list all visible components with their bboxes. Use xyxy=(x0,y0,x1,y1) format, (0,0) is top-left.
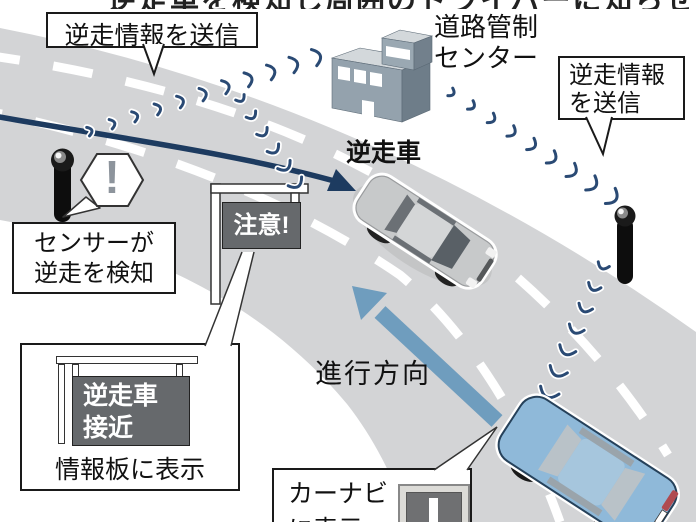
carnav-callout: カーナビ に表示 xyxy=(272,468,472,522)
cropped-headline: 逆走車を検知し周囲のドライバーに知らせる xyxy=(108,0,694,9)
info-display-board: 逆走車 接近 xyxy=(72,376,190,446)
carnav-alert-glyph xyxy=(429,498,438,522)
forward-car xyxy=(495,393,680,522)
control-center-label: 道路管制 センター xyxy=(434,12,538,74)
travel-direction-arrow xyxy=(352,286,503,427)
sensor-right xyxy=(614,205,636,284)
carnav-line2: に表示 xyxy=(288,512,388,522)
caution-sign-board: 注意! xyxy=(222,202,301,249)
carnav-screen-bezel xyxy=(398,484,470,522)
sensor-left xyxy=(51,148,74,222)
wrong-way-car-label: 逆走車 xyxy=(346,139,422,167)
carnav-screen xyxy=(406,492,462,522)
info-gantry-beam xyxy=(56,356,198,364)
info-gantry-post-outer xyxy=(58,364,65,444)
control-center-building xyxy=(330,29,434,123)
road-surface xyxy=(0,28,696,522)
wrong-way-route-arrow xyxy=(0,114,356,191)
info-board-line2: 接近 xyxy=(83,414,134,442)
alert-hexagon xyxy=(62,153,145,218)
sensor-detect-line1: センサーが xyxy=(34,230,154,257)
send-info-bubble-right: 逆走情報 を送信 xyxy=(558,56,685,120)
sensor-detect-line2: 逆走を検知 xyxy=(34,260,154,287)
carnav-line1: カーナビ xyxy=(288,480,389,508)
cropped-headline-text: 逆走車を検知し周囲のドライバーに知らせる xyxy=(108,0,694,9)
send-info-bubble-left: 逆走情報を送信 xyxy=(46,12,258,50)
building-windows xyxy=(338,46,410,121)
sensor-detect-box: センサーが 逆走を検知 xyxy=(12,222,176,294)
control-center-label-line2: センター xyxy=(434,43,539,73)
carnav-text: カーナビ に表示 xyxy=(288,476,388,522)
info-board-callout: 逆走車 接近 情報板に表示 xyxy=(20,343,240,491)
travel-direction-label: 進行方向 xyxy=(315,359,431,389)
wrong-way-car xyxy=(352,172,498,290)
control-center-label-line1: 道路管制 xyxy=(434,12,539,42)
send-info-right-line1: 逆走情報 xyxy=(569,62,665,89)
info-board-line1: 逆走車 xyxy=(83,382,159,410)
alert-exclamation: ! xyxy=(104,151,120,203)
send-info-right-line2: を送信 xyxy=(569,90,641,117)
info-board-caption: 情報板に表示 xyxy=(54,456,205,484)
